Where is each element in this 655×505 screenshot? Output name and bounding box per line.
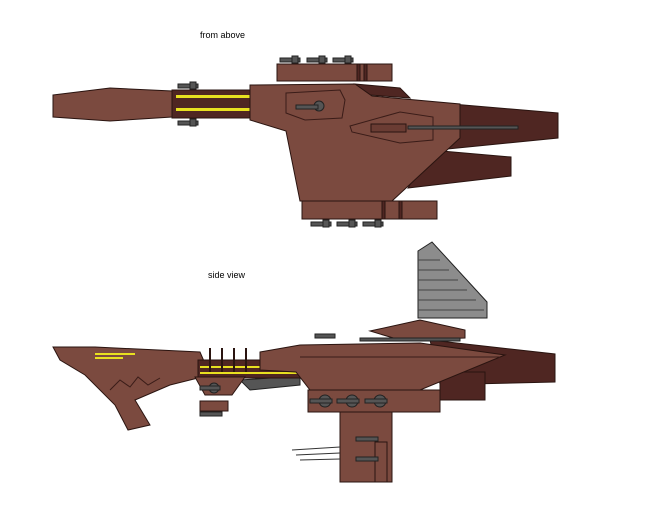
jaw-zigzag: [109, 376, 161, 391]
block-stripe: [356, 63, 361, 82]
top-view-ship: [52, 55, 559, 228]
hull-panel-fore: [285, 89, 346, 121]
spine-lights-side: [200, 372, 300, 374]
nose-section: [52, 87, 173, 122]
upper-wing-block: [276, 63, 393, 82]
main-cannon: [407, 125, 519, 130]
spine: [171, 89, 259, 119]
hull-panel-aft: [349, 111, 434, 144]
nose-lights: [95, 353, 135, 355]
block-stripe: [398, 200, 403, 220]
gun-turrets-side: [199, 333, 388, 462]
block-stripe: [381, 200, 386, 220]
lower-wing-block: [301, 200, 438, 220]
turret-barrel: [295, 104, 319, 110]
nose-lights: [95, 357, 123, 359]
nose-section-side: [52, 346, 211, 431]
gun-turrets-top: [177, 55, 384, 228]
deck-rail: [359, 337, 461, 342]
pylon-fin: [374, 441, 388, 483]
spine-ribs: [209, 348, 247, 372]
top-view-label: from above: [200, 30, 246, 40]
side-view-label: side view: [208, 270, 246, 280]
cannon-housing: [370, 123, 407, 133]
spine-lights: [176, 95, 256, 111]
spine-lights-side: [200, 366, 300, 368]
side-view-ship: [52, 241, 556, 483]
block-stripe: [363, 63, 368, 82]
engine-exhaust-lines: [291, 446, 341, 461]
sail-slats: [418, 259, 484, 311]
ventral-pod-lower: [199, 400, 229, 412]
upper-deck-side: [368, 319, 466, 341]
